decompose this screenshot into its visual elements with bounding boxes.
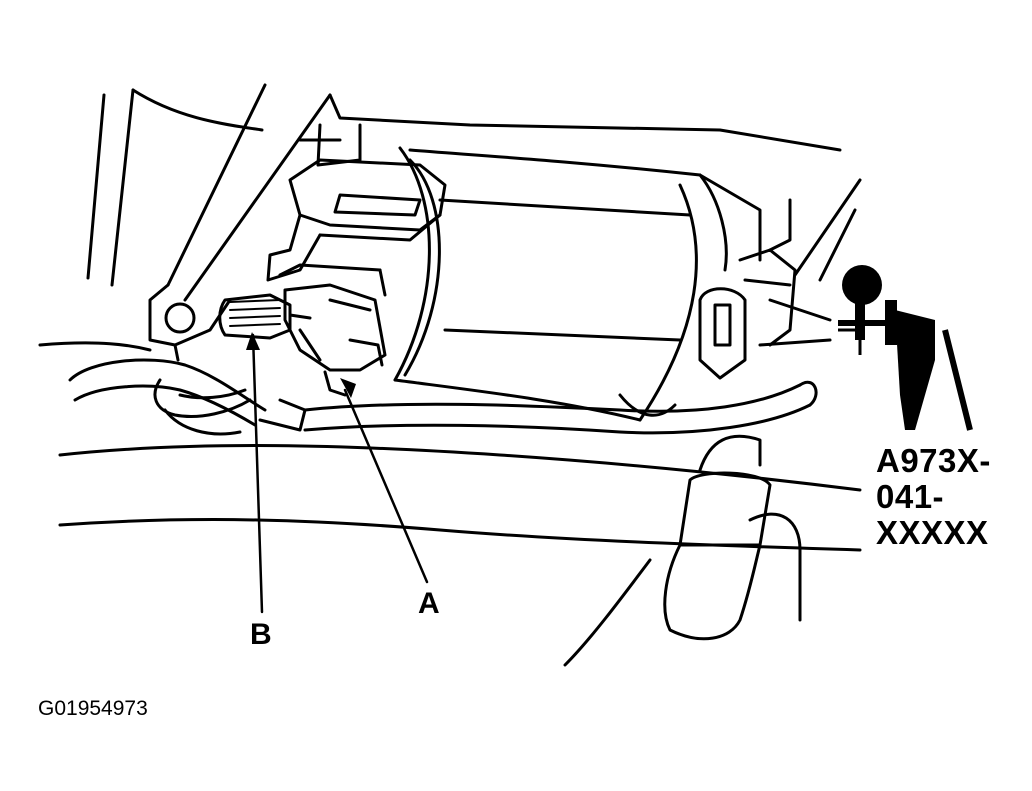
canister-body bbox=[393, 146, 762, 422]
filter-canister bbox=[563, 434, 802, 667]
tool-part-number-line3: XXXXX bbox=[876, 514, 989, 551]
leader-line-a bbox=[343, 388, 429, 584]
callout-label-b: B bbox=[250, 618, 272, 651]
valve-housing bbox=[266, 158, 447, 297]
tool-part-number-line1: A973X- bbox=[876, 442, 991, 479]
hoses bbox=[38, 341, 862, 552]
solenoid-valve bbox=[283, 283, 387, 397]
tool-part-number: A973X- 041- XXXXX bbox=[876, 443, 991, 551]
connector-plug bbox=[218, 293, 312, 340]
special-tool-icon bbox=[838, 265, 973, 431]
leader-line-b bbox=[251, 333, 264, 614]
callout-label-a: A bbox=[418, 587, 440, 620]
arrowhead-a bbox=[340, 378, 356, 398]
figure-id: G01954973 bbox=[38, 697, 148, 720]
arrowhead-b bbox=[246, 332, 260, 350]
right-bracket bbox=[698, 178, 862, 380]
frame-rails bbox=[86, 83, 842, 362]
tool-part-number-line2: 041- bbox=[876, 478, 945, 515]
